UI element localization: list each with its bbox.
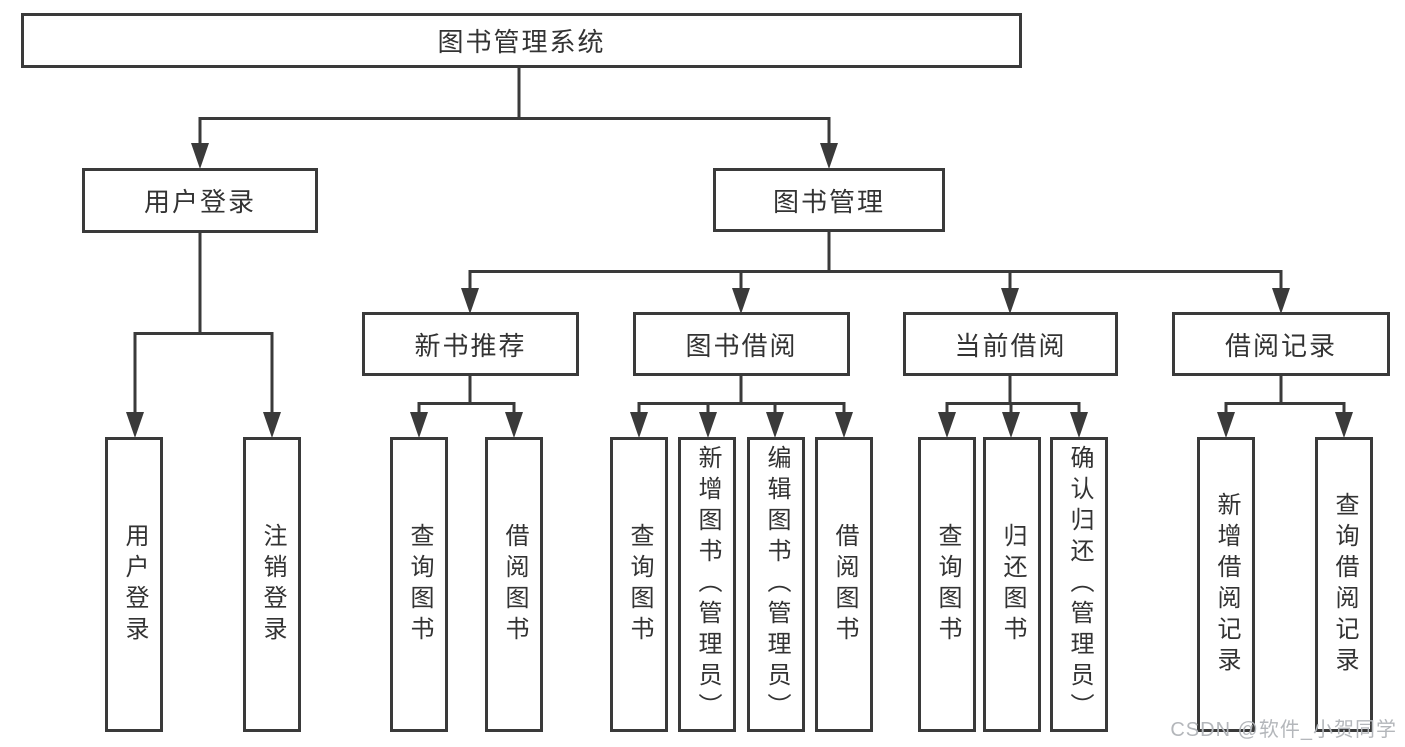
node-user-login-label: 用户登录 [143, 187, 256, 217]
arrow-down-icon [732, 288, 750, 314]
arrow-down-icon [938, 412, 956, 438]
node-borrow-records-label: 借阅记录 [1224, 330, 1337, 361]
arrow-down-icon [410, 412, 428, 438]
leaf-query-books-current: 查询图书 [918, 437, 976, 732]
arrow-down-icon [1272, 288, 1290, 314]
leaf-query-books-borrow: 查询图书 [610, 437, 668, 732]
leaf-user-login-label: 用户登录 [121, 522, 148, 647]
leaf-edit-book-admin-label: 编辑图书（管理员） [763, 445, 790, 724]
leaf-query-books-current-label: 查询图书 [934, 522, 961, 647]
node-user-login: 用户登录 [82, 168, 318, 233]
leaf-add-book-admin: 新增图书（管理员） [678, 437, 736, 732]
connector-book-mgmt-to-level3 [468, 232, 1283, 291]
node-current-borrow: 当前借阅 [903, 312, 1118, 376]
leaf-edit-book-admin: 编辑图书（管理员） [747, 437, 805, 732]
arrow-down-icon [699, 412, 717, 438]
connector-root-to-level2 [198, 68, 831, 146]
arrow-down-icon [766, 412, 784, 438]
arrow-down-icon [1335, 412, 1353, 438]
leaf-query-borrow-record: 查询借阅记录 [1315, 437, 1373, 732]
arrow-down-icon [1070, 412, 1088, 438]
leaf-query-books-recommend: 查询图书 [390, 437, 448, 732]
leaf-borrow-books-recommend: 借阅图书 [485, 437, 543, 732]
node-library-system: 图书管理系统 [21, 13, 1022, 68]
arrow-down-icon [1002, 412, 1020, 438]
arrow-down-icon [820, 143, 838, 169]
connector-borrow-record-to-leaves [1224, 376, 1346, 415]
connector-new-book-to-leaves [417, 376, 516, 415]
leaf-borrow-books: 借阅图书 [815, 437, 873, 732]
leaf-query-books-recommend-label: 查询图书 [406, 522, 433, 647]
leaf-add-borrow-record-label: 新增借阅记录 [1213, 491, 1240, 678]
node-library-system-label: 图书管理系统 [437, 27, 606, 57]
connector-book-borrow-to-leaves [637, 376, 846, 415]
node-book-borrow: 图书借阅 [633, 312, 850, 376]
node-book-management: 图书管理 [713, 168, 945, 232]
leaf-confirm-return-admin-label: 确认归还（管理员） [1066, 445, 1093, 724]
leaf-logout: 注销登录 [243, 437, 301, 732]
node-borrow-records: 借阅记录 [1172, 312, 1390, 376]
arrow-down-icon [461, 288, 479, 314]
leaf-query-books-borrow-label: 查询图书 [626, 522, 653, 647]
arrow-down-icon [1217, 412, 1235, 438]
node-new-book-recommend: 新书推荐 [362, 312, 579, 376]
leaf-borrow-books-recommend-label: 借阅图书 [501, 522, 528, 647]
leaf-logout-label: 注销登录 [259, 522, 286, 647]
node-book-borrow-label: 图书借阅 [685, 330, 798, 361]
node-current-borrow-label: 当前借阅 [954, 330, 1067, 361]
arrow-down-icon [835, 412, 853, 438]
leaf-borrow-books-label: 借阅图书 [831, 522, 858, 647]
arrow-down-icon [191, 143, 209, 169]
leaf-add-book-admin-label: 新增图书（管理员） [694, 445, 721, 724]
arrow-down-icon [630, 412, 648, 438]
connector-current-borrow-to-leaves [945, 376, 1081, 415]
node-book-management-label: 图书管理 [772, 186, 885, 217]
connector-lines [133, 68, 1346, 415]
leaf-return-books-label: 归还图书 [999, 522, 1026, 647]
node-new-book-recommend-label: 新书推荐 [414, 330, 527, 361]
connector-user-login-to-leaves [133, 233, 274, 415]
arrow-down-icon [126, 412, 144, 438]
arrow-down-icon [505, 412, 523, 438]
leaf-user-login: 用户登录 [105, 437, 163, 732]
leaf-query-borrow-record-label: 查询借阅记录 [1331, 491, 1358, 678]
leaf-return-books: 归还图书 [983, 437, 1041, 732]
leaf-confirm-return-admin: 确认归还（管理员） [1050, 437, 1108, 732]
watermark: CSDN @软件_小贺同学 [1170, 719, 1397, 741]
leaf-add-borrow-record: 新增借阅记录 [1197, 437, 1255, 732]
arrow-down-icon [1001, 288, 1019, 314]
arrowheads [126, 143, 1353, 438]
arrow-down-icon [263, 412, 281, 438]
